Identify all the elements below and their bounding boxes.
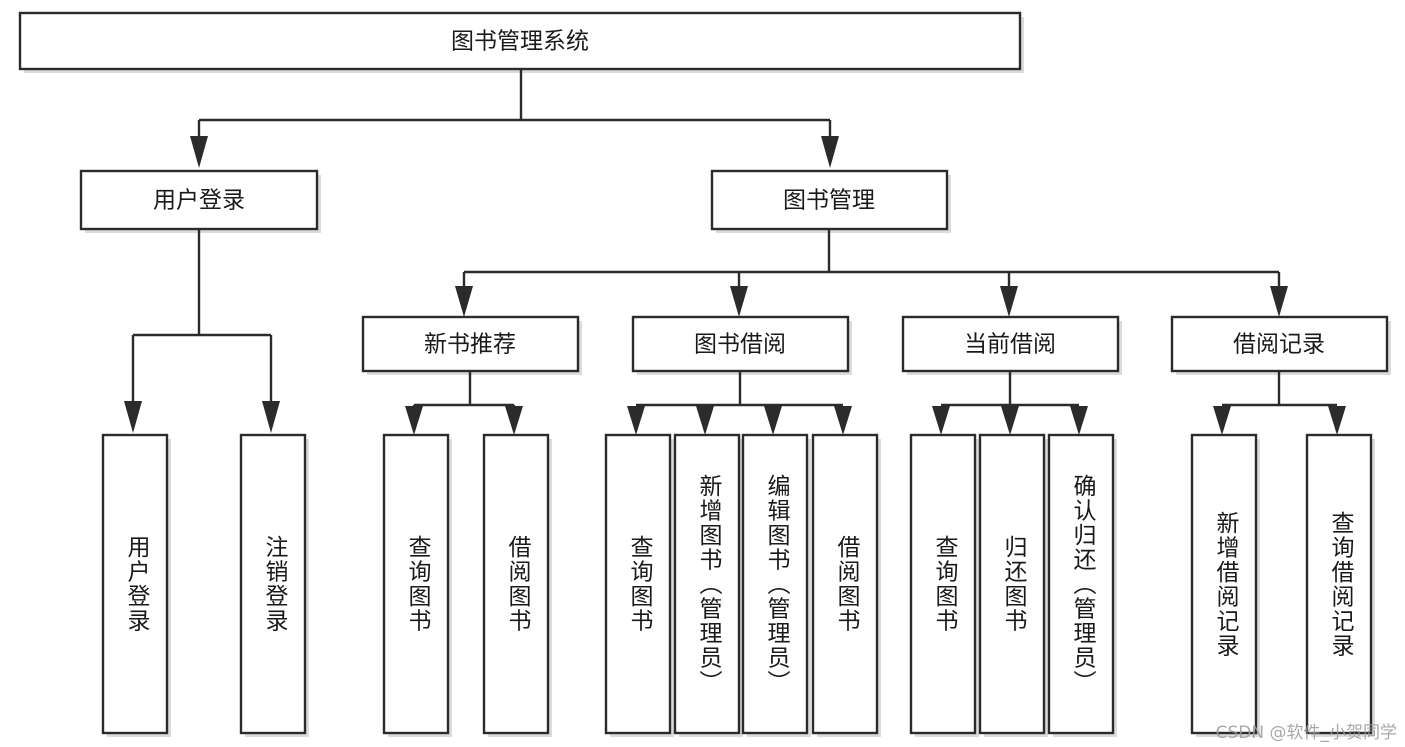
node-book-management-box [710, 169, 949, 231]
node-user-login-label: 用户登录 [153, 188, 245, 214]
node-user-login-box [79, 169, 319, 231]
leaf-box [604, 433, 672, 735]
arrow-to-book-mgmt-icon [821, 136, 839, 168]
node-root[interactable]: 图书管理系统 [18, 11, 1024, 73]
arrow-current-borrow-leaf-2-icon [1001, 406, 1019, 435]
connector-borrow-record-to-leaves [1213, 371, 1346, 435]
leaf-node-record-add-record[interactable] [1190, 433, 1260, 737]
node-book-borrow-label: 图书借阅 [694, 332, 786, 358]
arrow-current-borrow-leaf-1-icon [932, 406, 950, 435]
node-root-box [18, 11, 1022, 71]
connector-root-to-level2 [190, 69, 839, 168]
leaf-box [909, 433, 977, 735]
node-new-book-recommend[interactable]: 新书推荐 [361, 315, 582, 375]
node-book-borrow[interactable]: 图书借阅 [631, 315, 852, 375]
node-current-borrow-label: 当前借阅 [964, 332, 1056, 358]
node-borrow-record[interactable]: 借阅记录 [1170, 315, 1391, 375]
leaf-box [978, 433, 1046, 735]
leaf-box [1305, 433, 1373, 735]
leaf-box [673, 433, 741, 735]
leaf-node-record-query-record[interactable] [1305, 433, 1375, 737]
leaf-node-borrow-query-book[interactable] [604, 433, 674, 737]
leaf-box [101, 433, 169, 735]
arrow-borrow-record-leaf-2-icon [1328, 406, 1346, 435]
connector-new-book-to-leaves [405, 371, 523, 435]
leaf-node-recommend-borrow-book[interactable] [482, 433, 552, 737]
leaf-node-user-logout[interactable] [239, 433, 309, 737]
leaf-box [1190, 433, 1258, 735]
arrow-book-borrow-leaf-1-icon [627, 406, 645, 435]
node-current-borrow-box [901, 315, 1120, 373]
node-borrow-record-label: 借阅记录 [1233, 332, 1325, 358]
leaf-node-current-return-book[interactable] [978, 433, 1048, 737]
arrow-book-borrow-leaf-3-icon [764, 406, 782, 435]
arrow-user-login-leaf-2-icon [262, 401, 280, 433]
arrow-to-borrow-record-icon [1270, 286, 1288, 317]
connector-book-borrow-to-leaves [627, 371, 852, 435]
leaf-box [741, 433, 809, 735]
leaf-box [239, 433, 307, 735]
arrow-user-login-leaf-1-icon [124, 401, 142, 433]
node-book-management[interactable]: 图书管理 [710, 169, 951, 233]
leaf-node-borrow-borrow-book[interactable] [811, 433, 881, 737]
arrow-new-book-leaf-2-icon [505, 406, 523, 435]
arrow-borrow-record-leaf-1-icon [1213, 406, 1231, 435]
arrow-book-borrow-leaf-2-icon [696, 406, 714, 435]
node-new-book-recommend-label: 新书推荐 [424, 332, 516, 358]
connector-book-mgmt-to-level3 [455, 229, 1288, 317]
arrow-to-current-borrow-icon [1000, 286, 1018, 317]
arrow-to-user-login-icon [190, 136, 208, 168]
leaf-node-current-confirm-return[interactable] [1047, 433, 1117, 737]
node-root-label: 图书管理系统 [451, 29, 589, 55]
node-new-book-recommend-box [361, 315, 580, 373]
leaf-node-current-query-book[interactable] [909, 433, 979, 737]
leaf-node-recommend-query-book[interactable] [382, 433, 452, 737]
leaf-box [482, 433, 550, 735]
leaf-box [382, 433, 450, 735]
arrow-to-book-borrow-icon [730, 286, 748, 317]
connector-current-borrow-to-leaves [932, 371, 1088, 435]
leaf-node-borrow-edit-book[interactable] [741, 433, 811, 737]
arrow-book-borrow-leaf-4-icon [834, 406, 852, 435]
leaf-box [1047, 433, 1115, 735]
arrow-current-borrow-leaf-3-icon [1070, 406, 1088, 435]
watermark: CSDN @软件_小贺同学 [1215, 723, 1397, 743]
leaf-node-user-login-login[interactable] [101, 433, 171, 737]
node-current-borrow[interactable]: 当前借阅 [901, 315, 1122, 375]
node-borrow-record-box [1170, 315, 1389, 373]
node-book-management-label: 图书管理 [783, 188, 875, 214]
arrow-to-new-book-icon [455, 286, 473, 317]
node-user-login[interactable]: 用户登录 [79, 169, 321, 233]
connector-user-login-to-leaves [124, 229, 280, 433]
leaf-box [811, 433, 879, 735]
arrow-new-book-leaf-1-icon [405, 406, 423, 435]
leaf-node-borrow-add-book[interactable] [673, 433, 743, 737]
